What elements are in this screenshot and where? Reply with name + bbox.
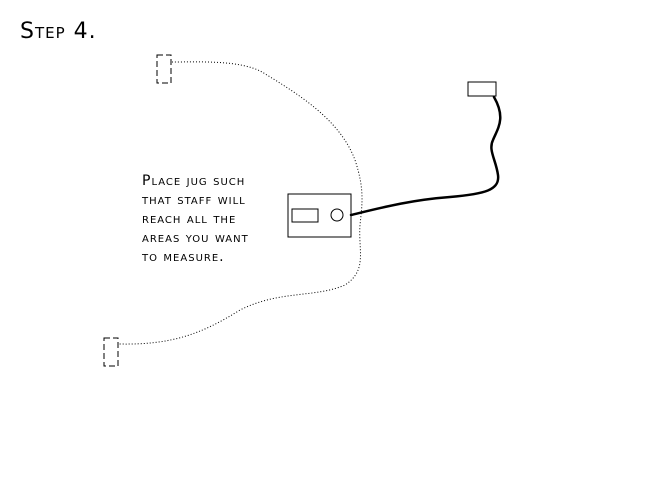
upper-staff-end-icon — [156, 54, 172, 84]
lower-staff-end-icon — [103, 337, 119, 367]
jug-display — [291, 208, 319, 223]
step-title: Step 4. — [20, 19, 97, 44]
instruction-line: to measure. — [142, 249, 225, 265]
instruction-line: that staff will — [142, 192, 246, 208]
instruction-line: areas you want — [142, 230, 249, 246]
jug-body — [287, 193, 352, 238]
jug-knob — [330, 208, 344, 222]
jug-icon — [287, 193, 352, 238]
instruction-text: Place jug such that staff will reach all… — [142, 172, 249, 267]
power-cable — [349, 95, 502, 217]
instruction-line: reach all the — [142, 211, 237, 227]
instruction-line: Place jug such — [142, 173, 246, 189]
plug-icon — [467, 81, 497, 97]
